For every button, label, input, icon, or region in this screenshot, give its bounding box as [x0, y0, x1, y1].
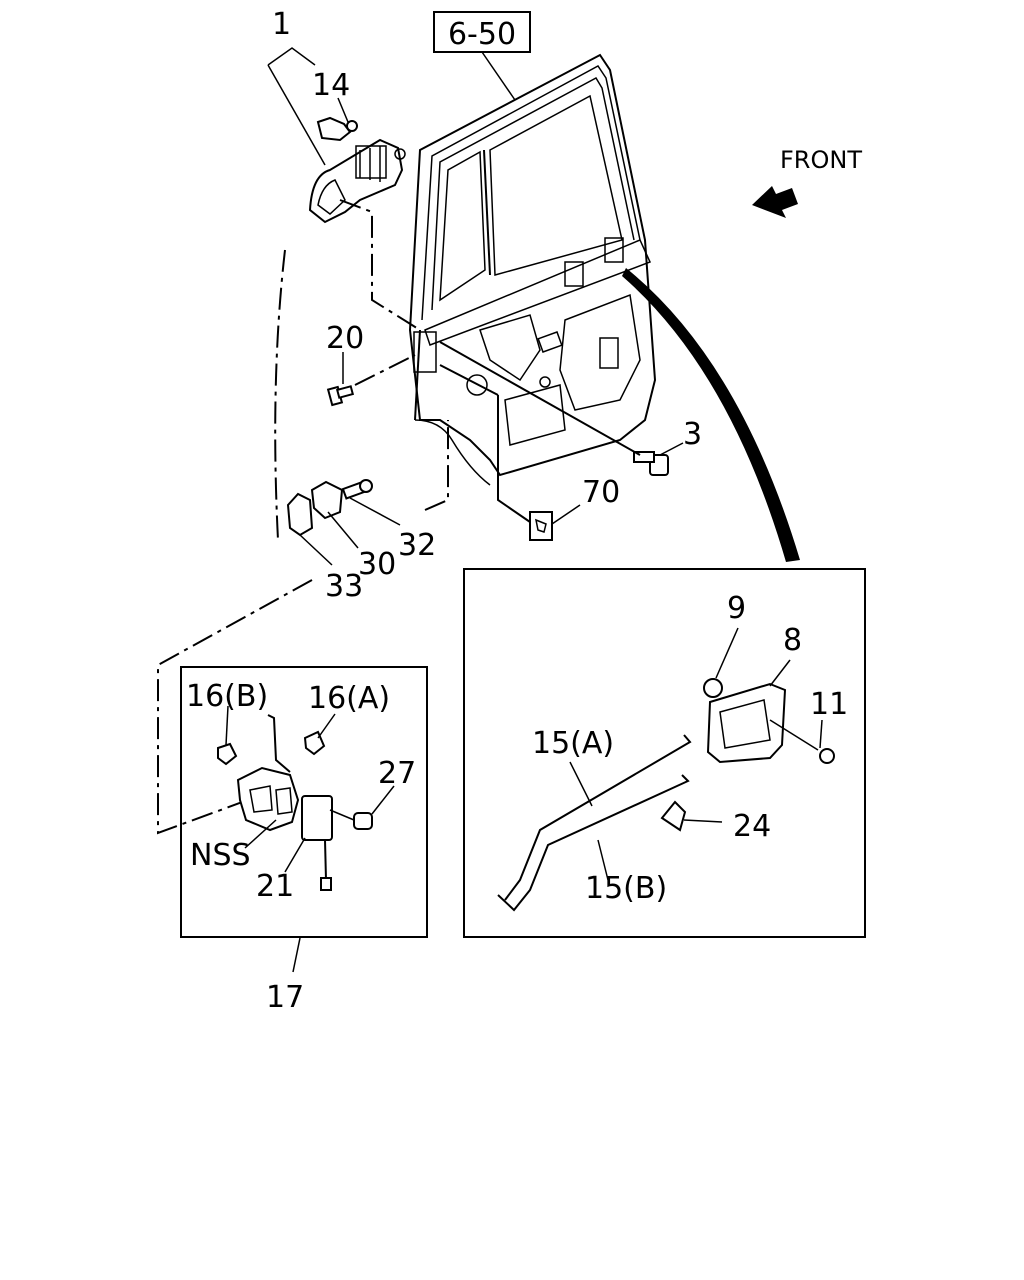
- callout-1: 1: [272, 7, 291, 42]
- callout-21: 21: [256, 869, 294, 904]
- inside-handle-detail-box: [463, 568, 866, 938]
- leader-line: [317, 713, 336, 739]
- callout-8: 8: [783, 623, 802, 658]
- outside-handle[interactable]: [308, 138, 406, 224]
- lock-detail-box: [180, 666, 428, 938]
- callout-17: 17: [266, 980, 304, 1015]
- callout-33: 33: [325, 569, 363, 604]
- bolt-20[interactable]: [326, 385, 355, 407]
- callout-32: 32: [398, 528, 436, 563]
- leader-line: [569, 761, 593, 807]
- callout-9: 9: [727, 591, 746, 626]
- lock-rod-16b[interactable]: [217, 742, 238, 766]
- callout-27: 27: [378, 756, 416, 791]
- inside-handle-8[interactable]: [706, 682, 787, 764]
- callout-24: 24: [733, 809, 771, 844]
- lock-rod-16a[interactable]: [267, 714, 326, 773]
- leader-line: [292, 937, 301, 973]
- striker-plate-33[interactable]: [286, 492, 314, 537]
- door-lock-actuator[interactable]: [236, 766, 300, 832]
- callout-16b: 16(B): [186, 679, 268, 714]
- callout-15b: 15(B): [585, 871, 667, 906]
- leader-line: [329, 809, 355, 821]
- rod-15b[interactable]: [497, 774, 690, 912]
- front-label: FRONT: [780, 146, 862, 174]
- reference-box[interactable]: 6-50: [433, 11, 531, 53]
- callout-16a: 16(A): [308, 681, 390, 716]
- leader-line: [371, 785, 395, 815]
- callout-70: 70: [582, 475, 620, 510]
- dashed-leader: [157, 579, 313, 835]
- nut-9[interactable]: [703, 678, 723, 698]
- leader-line: [244, 819, 277, 849]
- callout-30: 30: [358, 547, 396, 582]
- leader-line: [267, 64, 326, 166]
- bolt-32[interactable]: [341, 479, 373, 500]
- leader-line: [481, 51, 516, 101]
- callout-15a: 15(A): [532, 726, 614, 761]
- callout-14: 14: [312, 68, 350, 103]
- bolt-3[interactable]: [633, 451, 669, 476]
- leader-line: [327, 511, 359, 549]
- rod-15a[interactable]: [504, 734, 692, 901]
- bracket-line: [267, 47, 316, 66]
- leader-line: [284, 837, 306, 873]
- callout-nss: NSS: [190, 838, 251, 873]
- leader-line: [769, 719, 819, 751]
- clip-24[interactable]: [660, 800, 687, 832]
- assembly-line: [439, 364, 499, 396]
- label-70-part[interactable]: [529, 511, 553, 541]
- leader-line: [819, 719, 823, 749]
- dashed-leader: [424, 420, 449, 511]
- leader-line: [715, 627, 739, 679]
- leader-line: [349, 497, 401, 526]
- leader-line: [337, 97, 349, 123]
- assembly-line: [497, 395, 531, 523]
- reference-box-label: 6-50: [448, 17, 516, 52]
- dashed-leader: [339, 199, 421, 331]
- dashed-leader: [354, 354, 416, 386]
- dashed-leader: [274, 249, 286, 541]
- leader-line: [659, 442, 684, 456]
- detail-pointer: [622, 268, 800, 562]
- handle-clip[interactable]: [316, 116, 358, 142]
- screw-11[interactable]: [819, 748, 835, 764]
- front-arrow-icon: [752, 186, 798, 218]
- leader-line: [551, 504, 581, 525]
- door-panel: [408, 53, 657, 486]
- leader-line: [225, 705, 229, 746]
- leader-line: [299, 534, 333, 566]
- callout-3: 3: [683, 417, 702, 452]
- striker-30[interactable]: [310, 480, 344, 520]
- callout-11: 11: [810, 687, 848, 722]
- callout-20: 20: [326, 321, 364, 356]
- lock-switch-21[interactable]: [301, 795, 333, 891]
- leader-line: [683, 819, 723, 823]
- leader-line: [769, 659, 791, 687]
- screw-27[interactable]: [353, 812, 373, 830]
- leader-line: [597, 839, 609, 881]
- assembly-line: [439, 341, 641, 456]
